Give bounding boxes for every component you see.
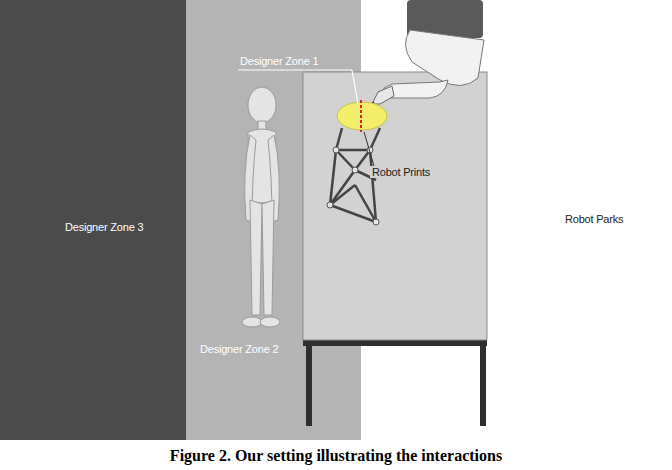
table-leg xyxy=(480,344,486,426)
leader-line xyxy=(352,70,358,104)
table-leg xyxy=(306,344,312,426)
zone-band: Designer Zone 3 xyxy=(0,0,186,440)
callout-label: Robot Prints xyxy=(370,166,432,178)
zone-label: Designer Zone 2 xyxy=(200,343,278,355)
zone-label: Designer Zone 1 xyxy=(240,55,318,67)
zone3-band xyxy=(0,0,186,440)
leader-line xyxy=(364,132,374,166)
human-figure xyxy=(242,87,280,327)
robot-shoulder xyxy=(405,30,484,86)
print-line xyxy=(360,100,362,132)
table-panel xyxy=(303,72,487,340)
structure-joints xyxy=(327,147,379,225)
zone-label: Designer Zone 3 xyxy=(65,221,143,233)
zone-region: Robot Parks xyxy=(487,0,672,440)
figure-caption: Figure 2. Our setting illustrating the i… xyxy=(0,447,672,465)
leader-line xyxy=(238,69,352,70)
zone-label: Robot Parks xyxy=(565,213,623,225)
robot-hand xyxy=(372,86,394,104)
